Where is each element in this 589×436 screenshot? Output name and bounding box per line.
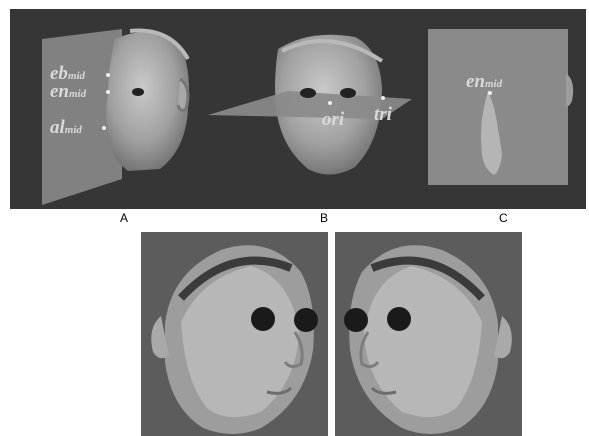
eye-mask-right-1 (344, 308, 368, 332)
eye-mask-right-2 (387, 307, 411, 331)
panel-b-illustration: ori tri (208, 35, 412, 175)
landmark-dot-enmid (106, 90, 110, 94)
panel-letter-c: C (499, 211, 508, 225)
eye-mask-left-2 (294, 308, 318, 332)
ear-c (566, 73, 573, 106)
panel-letter-a: A (120, 211, 128, 225)
bottom-left-panel (141, 232, 328, 436)
bottom-right-panel (335, 232, 522, 436)
eye-b-left (300, 88, 316, 98)
landmark-dot-ori (328, 101, 332, 105)
panel-letter-b: B (320, 211, 328, 225)
eye-a (132, 88, 144, 96)
top-figure-panel: ebmid enmid almid ori tri enmid (10, 9, 586, 209)
landmark-dot-tri (381, 96, 385, 100)
top-figure-svg: ebmid enmid almid ori tri enmid (10, 9, 586, 209)
face-3-4-left-svg (141, 232, 328, 436)
panel-a-illustration: ebmid enmid almid (42, 29, 189, 205)
landmark-label-tri: tri (374, 104, 393, 125)
eye-mask-left-1 (251, 307, 275, 331)
landmark-dot-almid (102, 126, 106, 130)
landmark-dot-enmid-c (488, 91, 492, 95)
landmark-label-ori: ori (322, 109, 345, 130)
face-a-profile (105, 32, 189, 171)
landmark-dot-ebmid (106, 73, 110, 77)
face-3-4-right-svg (335, 232, 522, 436)
eye-b-right (340, 88, 356, 98)
panel-c-illustration: enmid (428, 29, 573, 185)
